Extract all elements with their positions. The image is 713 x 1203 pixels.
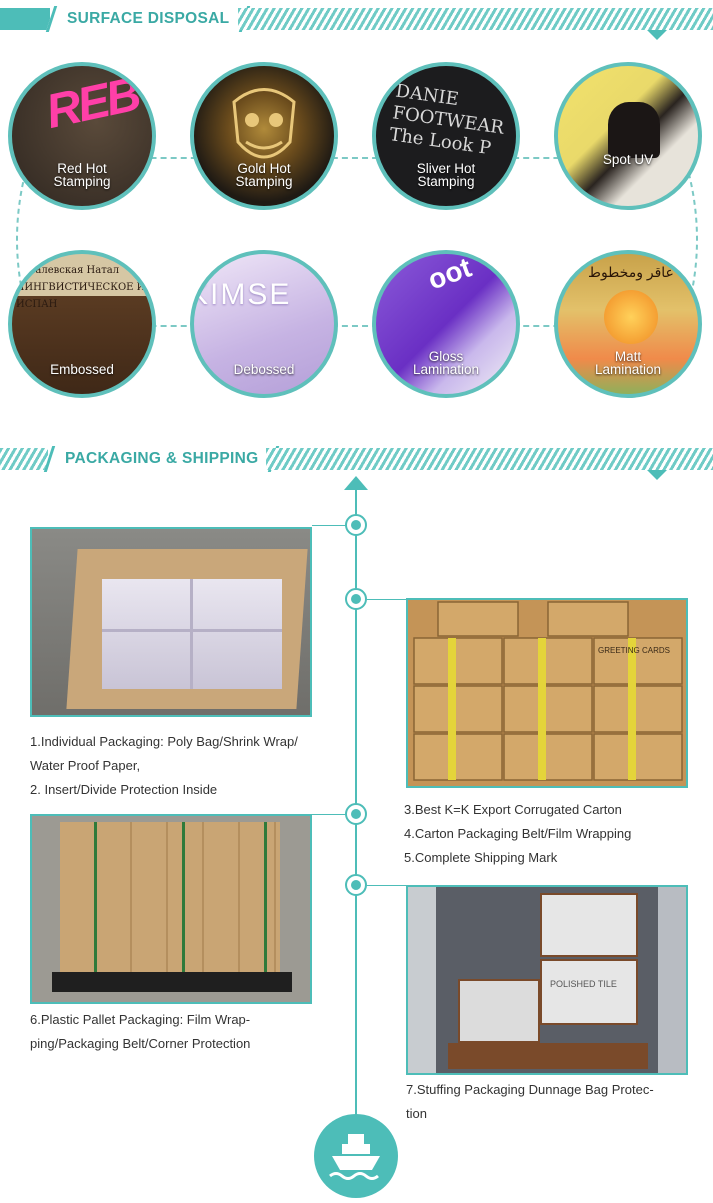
surface-label: Spot UV (602, 152, 654, 167)
surface-label: Gloss Lamination (412, 349, 480, 377)
sample-art: KIMSE (190, 278, 292, 311)
ship-icon (314, 1114, 398, 1198)
banner-accent (0, 8, 50, 30)
strap (182, 822, 185, 972)
divider (190, 579, 193, 689)
timeline-node (345, 803, 367, 825)
timeline-node (345, 514, 367, 536)
connector-line (80, 157, 640, 159)
section-title-packaging: PACKAGING & SHIPPING (43, 446, 280, 472)
caption-line: 4.Carton Packaging Belt/Film Wrapping (404, 826, 632, 841)
surface-label: Matt Lamination (594, 349, 662, 377)
surface-label: Gold Hot Stamping (235, 161, 293, 189)
carton-label: GREETING CARDS (598, 646, 671, 655)
strap (94, 822, 97, 972)
timeline-node (345, 874, 367, 896)
caption-line: 2. Insert/Divide Protection Inside (30, 782, 218, 797)
surface-item-debossed: KIMSE Debossed (190, 250, 338, 398)
pallet-cartons (60, 822, 280, 972)
caption-line: 5.Complete Shipping Mark (404, 850, 558, 865)
caption-line: Water Proof Paper, (30, 758, 141, 773)
photo-individual-packaging (30, 527, 312, 717)
gold-mask-icon (232, 88, 296, 159)
container-door (408, 887, 436, 1073)
photo-pallet-packaging (30, 814, 312, 1004)
timeline-node (345, 588, 367, 610)
sample-art: oot (423, 251, 476, 296)
caption-step-1: 1.Individual Packaging: Poly Bag/Shrink … (30, 730, 350, 802)
sample-art: Ковалевская Натал ЛИНГВИСТИЧЕСКОЕ ИЗ ИСП… (16, 265, 152, 310)
surface-item-gold-hot-stamping: Gold Hot Stamping (190, 62, 338, 210)
surface-item-gloss-lamination: oot Gloss Lamination (372, 250, 520, 398)
banner-notch (647, 30, 667, 40)
surface-label: Debossed (233, 362, 295, 377)
container-door (658, 887, 686, 1073)
banner-stripe (266, 448, 713, 470)
sample-art (608, 102, 660, 158)
surface-item-embossed: Ковалевская Натал ЛИНГВИСТИЧЕСКОЕ ИЗ ИСП… (8, 250, 156, 398)
caption-line: 6.Plastic Pallet Packaging: Film Wrap- (30, 1012, 251, 1027)
caption-step-4: 7.Stuffing Packaging Dunnage Bag Protec-… (406, 1078, 706, 1126)
caption-line: 1.Individual Packaging: Poly Bag/Shrink … (30, 734, 298, 749)
caption-line: tion (406, 1106, 427, 1121)
surface-label: Embossed (50, 362, 114, 377)
tile-label: POLISHED TILE (550, 979, 617, 989)
sample-art: عاقر ومخطوط (588, 264, 674, 280)
caption-line: 7.Stuffing Packaging Dunnage Bag Protec- (406, 1082, 654, 1097)
photo-export-carton: GREETING CARDS (406, 598, 688, 788)
section-title-surface: SURFACE DISPOSAL (45, 6, 251, 32)
timeline-connector (312, 814, 346, 815)
photo-container-stuffing: POLISHED TILE (406, 885, 688, 1075)
caption-line: ping/Packaging Belt/Corner Protection (30, 1036, 251, 1051)
surface-item-matt-lamination: عاقر ومخطوط Matt Lamination (554, 250, 702, 398)
caption-step-2: 3.Best K=K Export Corrugated Carton 4.Ca… (404, 798, 704, 870)
sample-art-sun (604, 290, 658, 344)
banner-stripe (0, 448, 48, 470)
caption-line: 3.Best K=K Export Corrugated Carton (404, 802, 622, 817)
surface-item-spot-uv: Spot UV (554, 62, 702, 210)
sample-art: DANIE FOOTWEAR The Look P (388, 80, 506, 160)
timeline-connector (312, 525, 346, 526)
surface-label: Sliver Hot Stamping (416, 161, 476, 189)
connector-line (80, 325, 640, 327)
tile-crate (540, 959, 638, 1025)
surface-item-red-hot-stamping: REB Red Hot Stamping (8, 62, 156, 210)
strap (264, 822, 267, 972)
timeline-connector (367, 885, 407, 886)
timeline-connector (367, 599, 407, 600)
carton-stack (408, 600, 686, 786)
tile-crate (540, 893, 638, 957)
banner-notch (647, 470, 667, 480)
surface-item-sliver-hot-stamping: DANIE FOOTWEAR The Look P Sliver Hot Sta… (372, 62, 520, 210)
tile-crate (458, 979, 540, 1043)
surface-label: Red Hot Stamping (53, 161, 111, 189)
arrow-up-icon (344, 476, 368, 490)
banner-stripe (238, 8, 713, 30)
wooden-pallet (448, 1043, 648, 1069)
sample-art: REB (41, 67, 143, 140)
caption-step-3: 6.Plastic Pallet Packaging: Film Wrap- p… (30, 1008, 330, 1056)
plastic-pallet (52, 972, 292, 992)
